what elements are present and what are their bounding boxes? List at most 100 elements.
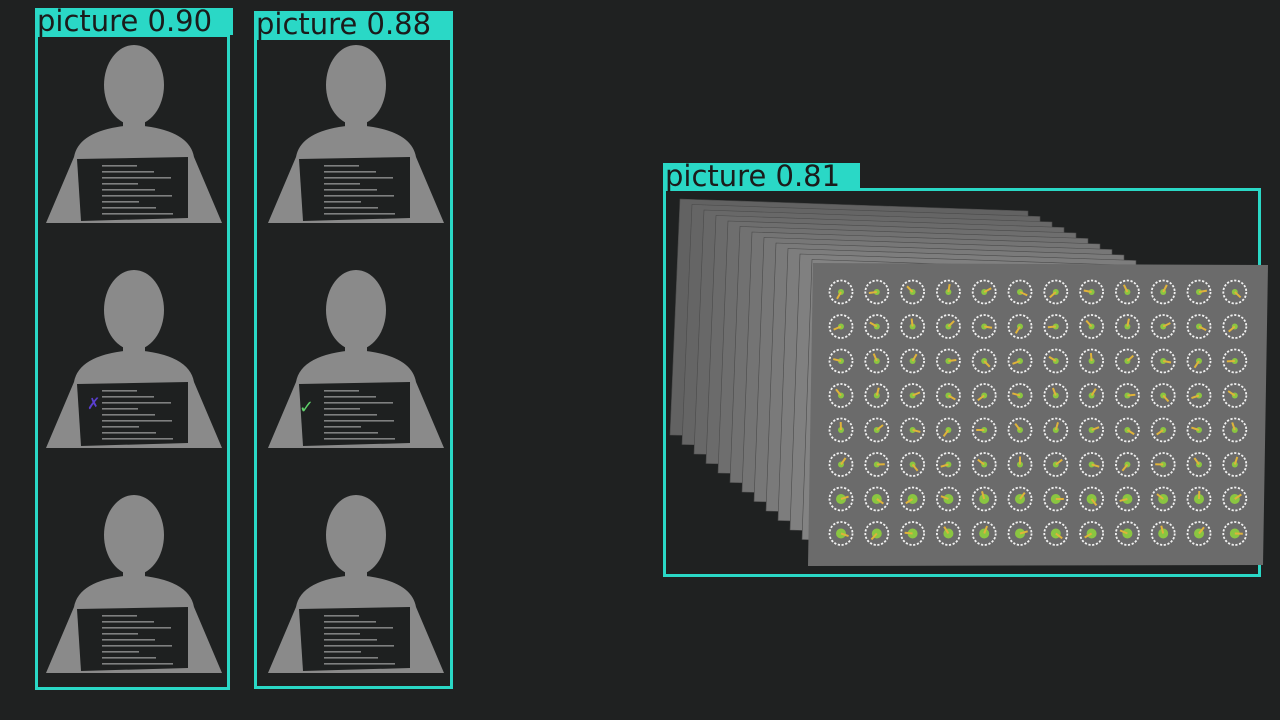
gauge-icon	[1007, 521, 1033, 546]
screen-text-lines	[324, 615, 395, 665]
gauge-icon	[1186, 348, 1212, 374]
gauge-icon	[828, 383, 854, 408]
gauge-icon	[828, 348, 854, 374]
gauge-icon	[864, 417, 890, 443]
screen-text-lines	[324, 165, 395, 215]
gauge-icon	[1007, 383, 1033, 408]
gauge-icon	[1079, 521, 1105, 546]
screen-text-lines	[324, 390, 395, 440]
gauge-icon	[900, 452, 926, 477]
gauge-icon	[1150, 383, 1176, 408]
gauge-icon	[1186, 452, 1212, 477]
gauge-wall	[669, 198, 1268, 566]
gauge-icon	[935, 452, 961, 477]
screen-text-lines	[102, 165, 173, 215]
gauge-icon	[1222, 383, 1248, 408]
gauge-icon	[1043, 348, 1069, 374]
gauge-icon	[900, 383, 926, 408]
gauge-icon	[1114, 348, 1140, 374]
gauge-icon	[1114, 452, 1140, 477]
gauge-icon	[864, 452, 890, 477]
gauge-icon	[1222, 417, 1248, 443]
person-at-laptop	[268, 45, 444, 223]
gauge-icon	[971, 452, 997, 477]
gauge-icon	[1150, 314, 1176, 339]
gauge-icon	[1186, 521, 1212, 546]
gauge-icon	[1079, 348, 1105, 374]
person-at-laptop: ✗	[46, 270, 222, 448]
gauge-icon	[864, 521, 890, 546]
person-at-laptop: ✓	[268, 270, 444, 448]
gauge-icon	[1150, 521, 1176, 546]
gauge-icon	[1186, 486, 1212, 512]
gauge-icon	[1079, 383, 1105, 408]
person-at-laptop	[46, 495, 222, 673]
gauge-icon	[1150, 452, 1176, 477]
gauge-icon	[971, 279, 997, 305]
gauge-icon	[1043, 314, 1069, 339]
gauge-icon	[900, 279, 926, 305]
gauge-icon	[1222, 279, 1248, 305]
gauge-icon	[828, 279, 854, 305]
gauge-icon	[1007, 279, 1033, 305]
gauge-icon	[1007, 314, 1033, 339]
gauge-icon	[1007, 486, 1033, 512]
detection-box-1	[35, 34, 230, 690]
gauge-icon	[1186, 417, 1212, 443]
gauge-icon	[935, 486, 961, 512]
gauge-icon	[935, 417, 961, 443]
screen-text-lines	[102, 615, 173, 665]
gauge-icon	[1007, 348, 1033, 374]
gauge-icon	[1186, 383, 1212, 408]
wall-layers	[669, 198, 1268, 566]
detection-label-1: picture 0.90	[35, 7, 233, 36]
gauge-icon	[1043, 521, 1069, 546]
gauge-icon	[864, 279, 890, 305]
gauge-icon	[828, 314, 854, 339]
person-at-laptop	[46, 45, 222, 223]
gauge-icon	[1043, 486, 1069, 512]
detection-box-2	[254, 37, 453, 689]
gauge-icon	[1150, 417, 1176, 443]
person-figure	[268, 270, 444, 448]
gauge-icon	[828, 452, 854, 477]
gauge-icon	[1079, 279, 1105, 305]
gauge-icon	[864, 486, 890, 512]
gauge-icon	[1079, 486, 1105, 512]
person-figure	[46, 270, 222, 448]
gauge-icon	[828, 521, 854, 546]
gauge-icon	[1222, 521, 1248, 546]
gauge-icon	[971, 348, 997, 374]
person-figure	[268, 45, 444, 223]
gauge-icon	[1150, 279, 1176, 305]
detection-label-3: picture 0.81	[663, 162, 860, 191]
gauge-icon	[900, 521, 926, 546]
gauge-icon	[971, 383, 997, 408]
gauge-icon	[1079, 314, 1105, 339]
gauge-icon	[1079, 417, 1105, 443]
gauge-icon	[864, 383, 890, 408]
gauge-icon	[1079, 452, 1105, 477]
gauge-icon	[1007, 417, 1033, 443]
gauge-icon	[1222, 452, 1248, 477]
gauge-icon	[1150, 486, 1176, 512]
screen-text-lines	[102, 390, 173, 440]
gauge-icon	[1043, 417, 1069, 443]
gauge-icon	[1150, 348, 1176, 374]
gauge-icon	[1114, 279, 1140, 305]
gauge-icon	[1222, 348, 1248, 374]
person-figure	[46, 495, 222, 673]
gauge-icon	[971, 314, 997, 339]
gauge-icon	[900, 314, 926, 339]
gauge-icon	[1114, 314, 1140, 339]
gauge-icon	[935, 383, 961, 408]
front-panel	[808, 263, 1268, 566]
gauge-icon	[864, 348, 890, 374]
person-at-laptop	[268, 495, 444, 673]
gauge-icon	[828, 417, 854, 443]
gauge-icon	[935, 314, 961, 339]
cross-mark-icon: ✗	[87, 394, 100, 413]
gauge-icon	[1222, 314, 1248, 339]
gauge-icon	[900, 348, 926, 374]
gauge-icon	[1114, 521, 1140, 546]
